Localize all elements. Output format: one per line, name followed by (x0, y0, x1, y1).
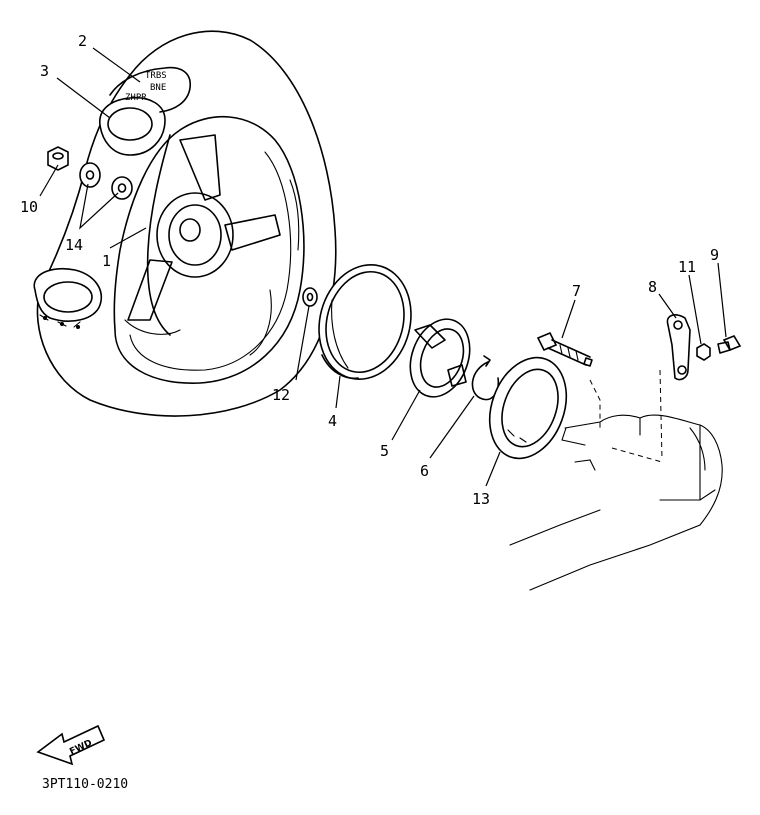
callout-8: 8 (648, 278, 657, 296)
callout-5: 5 (380, 442, 389, 460)
callout-11: 11 (678, 258, 696, 276)
callout-10: 10 (20, 198, 38, 216)
axle-nut-washers (47, 146, 133, 200)
callout-9: 9 (710, 246, 719, 264)
brake-lever-arm (666, 314, 691, 381)
callout-1: 1 (102, 252, 111, 270)
small-nut (696, 343, 711, 361)
callout-13: 13 (472, 490, 490, 508)
callout-7: 7 (572, 282, 581, 300)
lever-bolt (717, 335, 742, 354)
brake-shoe (409, 318, 471, 398)
callout-2: 2 (78, 32, 87, 50)
callout-12: 12 (272, 386, 290, 404)
callout-14: 14 (65, 236, 83, 254)
tube-valve-parts: TRBS BNE ZHPR (99, 66, 191, 156)
oil-seal-ring (488, 356, 568, 460)
brake-drum (318, 263, 412, 381)
callout-3: 3 (40, 62, 49, 80)
engine-case-outline (509, 369, 723, 591)
callout-6: 6 (420, 462, 429, 480)
axle-bolt (536, 331, 593, 367)
wheel-tire-assembly (33, 30, 337, 417)
spacer-washer (302, 287, 318, 307)
svg-text:BNE: BNE (150, 83, 166, 93)
callout-4: 4 (328, 412, 337, 430)
svg-text:TRBS: TRBS (145, 71, 167, 81)
forward-arrow-icon: FWD (36, 724, 106, 766)
callouts: 2 3 10 14 1 12 4 5 6 13 7 8 11 9 (20, 32, 719, 508)
svg-text:ZHPR: ZHPR (125, 93, 147, 103)
diagram-code: 3PT110-0210 (42, 777, 128, 792)
leader-lines (39, 47, 727, 487)
